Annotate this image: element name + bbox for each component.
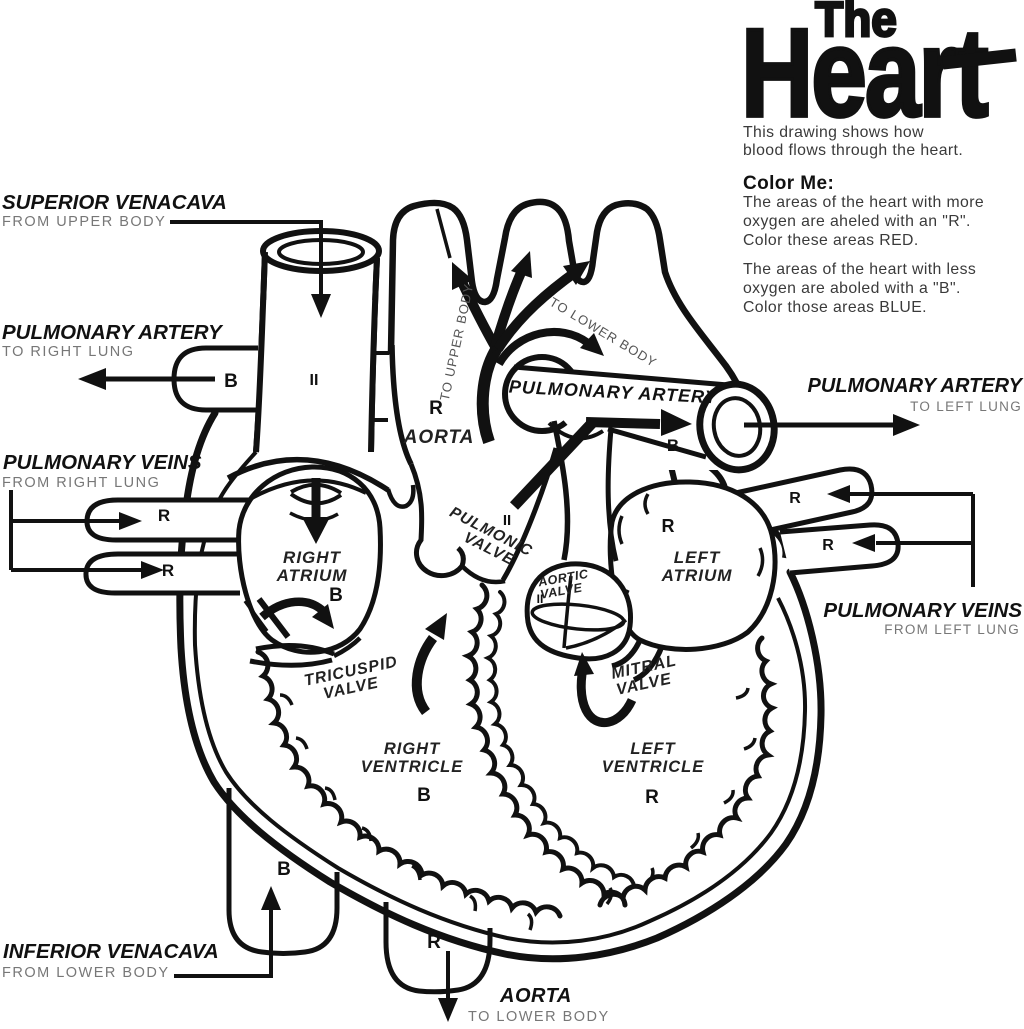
svg-text:FROM LOWER BODY: FROM LOWER BODY (2, 965, 170, 981)
svg-text:B: B (417, 785, 431, 806)
svg-text:II: II (310, 372, 319, 389)
svg-text:ATRIUM: ATRIUM (276, 566, 348, 585)
svg-text:oxygen are aboled with a "B".: oxygen are aboled with a "B". (743, 280, 961, 297)
svg-text:FROM RIGHT LUNG: FROM RIGHT LUNG (2, 475, 160, 491)
svg-text:SUPERIOR VENACAVA: SUPERIOR VENACAVA (2, 191, 227, 214)
svg-text:B: B (667, 436, 679, 455)
svg-text:R: R (662, 516, 675, 536)
svg-text:RIGHT: RIGHT (283, 548, 342, 567)
svg-text:R: R (158, 506, 170, 525)
svg-text:TO RIGHT LUNG: TO RIGHT LUNG (2, 344, 135, 360)
svg-text:AORTA: AORTA (499, 985, 572, 1007)
svg-text:II: II (537, 592, 544, 606)
svg-text:II: II (503, 512, 511, 529)
svg-text:Color Me:: Color Me: (743, 173, 834, 194)
svg-text:AORTA: AORTA (403, 427, 475, 448)
svg-text:The areas of the heart with mo: The areas of the heart with more (743, 194, 984, 211)
svg-text:oxygen are aheled with an "R": oxygen are aheled with an "R". (743, 213, 971, 230)
svg-text:TO LEFT LUNG: TO LEFT LUNG (910, 399, 1022, 414)
svg-text:R: R (789, 490, 801, 507)
svg-text:B: B (277, 859, 291, 880)
svg-text:LEFT: LEFT (630, 740, 676, 758)
svg-text:FROM UPPER BODY: FROM UPPER BODY (2, 214, 166, 230)
svg-text:This drawing shows how: This drawing shows how (743, 124, 924, 141)
svg-text:Color these areas RED.: Color these areas RED. (743, 232, 919, 249)
svg-text:The areas of the heart with le: The areas of the heart with less (743, 261, 976, 278)
svg-text:PULMONARY VEINS: PULMONARY VEINS (823, 599, 1022, 622)
svg-text:blood flows through the heart.: blood flows through the heart. (743, 142, 963, 159)
svg-text:FROM LEFT LUNG: FROM LEFT LUNG (884, 622, 1020, 637)
svg-text:Heart: Heart (741, 3, 988, 142)
svg-text:B: B (329, 585, 343, 606)
svg-text:VENTRICLE: VENTRICLE (602, 758, 705, 776)
svg-text:R: R (429, 398, 443, 419)
svg-text:R: R (645, 787, 659, 808)
svg-text:PULMONARY ARTERY: PULMONARY ARTERY (2, 321, 224, 344)
svg-text:Color those areas BLUE.: Color those areas BLUE. (743, 299, 927, 316)
svg-text:INFERIOR VENACAVA: INFERIOR VENACAVA (3, 940, 219, 963)
svg-text:LEFT: LEFT (674, 548, 721, 567)
svg-text:PULMONARY VEINS: PULMONARY VEINS (3, 451, 202, 474)
svg-text:ATRIUM: ATRIUM (661, 566, 733, 585)
svg-text:RIGHT: RIGHT (384, 740, 441, 758)
svg-text:R: R (427, 932, 441, 953)
svg-text:B: B (224, 371, 238, 392)
svg-text:R: R (822, 537, 834, 554)
svg-text:PULMONARY ARTERY: PULMONARY ARTERY (808, 375, 1024, 397)
svg-text:TO LOWER BODY: TO LOWER BODY (468, 1009, 610, 1024)
svg-text:R: R (162, 561, 174, 580)
svg-text:The: The (815, 0, 897, 47)
svg-text:VENTRICLE: VENTRICLE (361, 758, 464, 776)
